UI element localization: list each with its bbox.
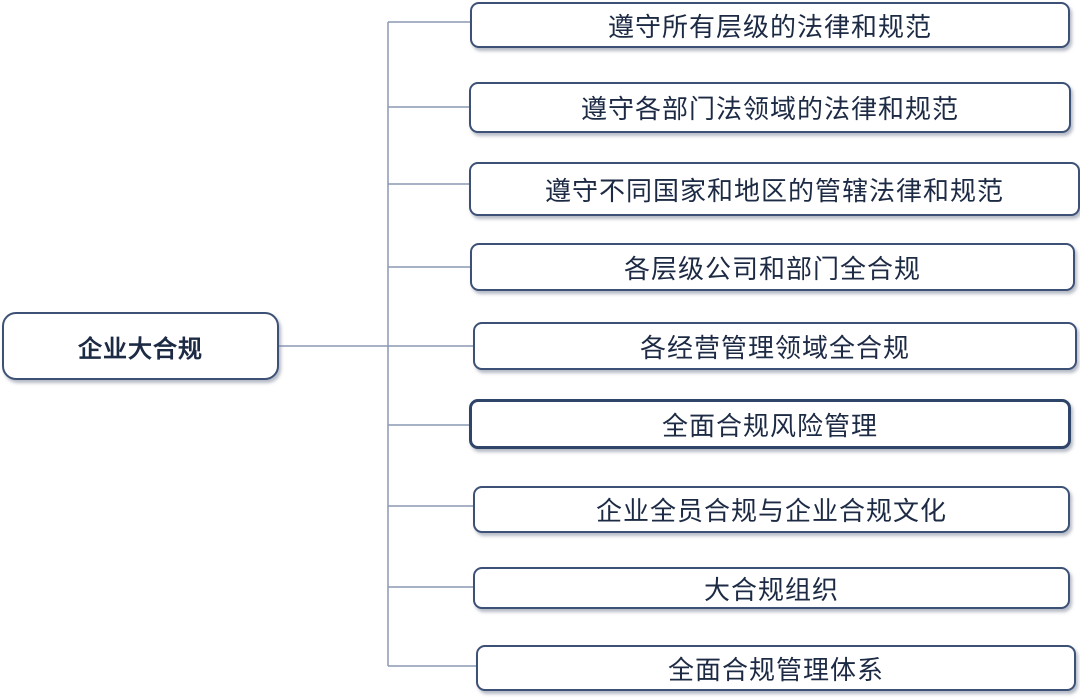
- node-label: 遵守不同国家和地区的管辖法律和规范: [544, 176, 1004, 207]
- node-label: 各层级公司和部门全合规: [623, 254, 921, 285]
- node-label: 全面合规风险管理: [661, 411, 878, 442]
- node-compliance-management-system: 全面合规管理体系: [476, 645, 1076, 691]
- node-compliance-jurisdictions: 遵守不同国家和地区的管辖法律和规范: [469, 162, 1080, 216]
- node-label: 全面合规管理体系: [667, 655, 884, 686]
- node-compliance-risk-management: 全面合规风险管理: [469, 399, 1071, 449]
- node-label: 大合规组织: [703, 575, 839, 606]
- node-label: 企业全员合规与企业合规文化: [595, 497, 947, 527]
- node-all-operational-areas: 各经营管理领域全合规: [473, 322, 1077, 370]
- node-compliance-all-levels: 遵守所有层级的法律和规范: [470, 2, 1070, 48]
- node-compliance-departmental-law: 遵守各部门法领域的法律和规范: [469, 82, 1071, 133]
- node-label: 遵守所有层级的法律和规范: [607, 12, 932, 43]
- root-node-label: 企业大合规: [78, 334, 203, 363]
- node-all-companies-departments: 各层级公司和部门全合规: [470, 243, 1075, 291]
- node-label: 各经营管理领域全合规: [639, 333, 910, 364]
- root-node: 企业大合规: [2, 312, 279, 380]
- node-all-staff-compliance-culture: 企业全员合规与企业合规文化: [473, 486, 1070, 533]
- node-compliance-organization: 大合规组织: [473, 567, 1070, 609]
- node-label: 遵守各部门法领域的法律和规范: [580, 95, 959, 125]
